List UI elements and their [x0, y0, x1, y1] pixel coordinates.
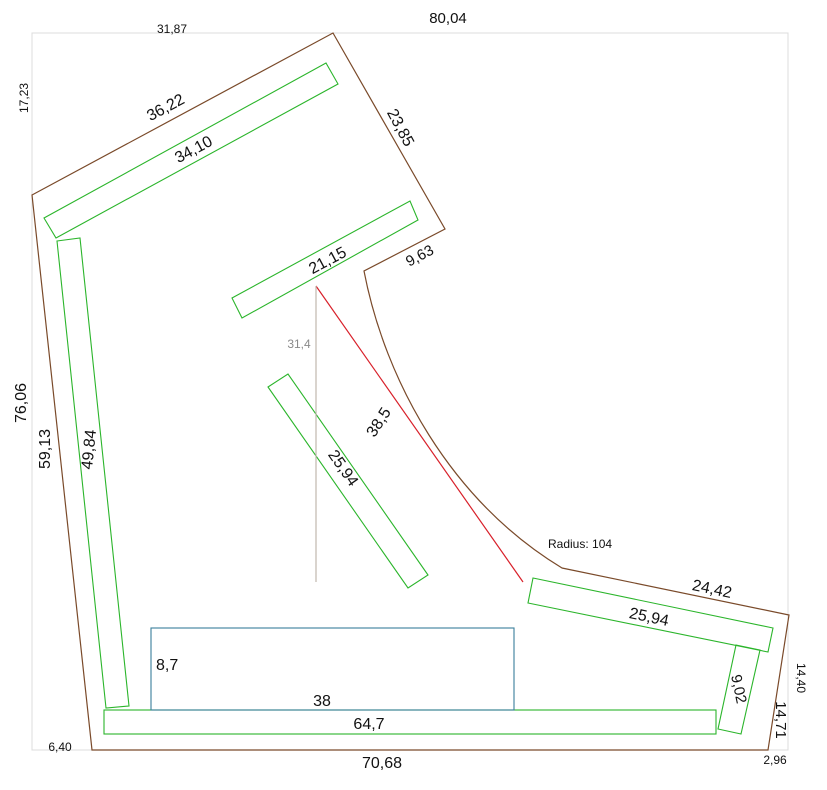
height-line-label: 31,4 — [287, 337, 311, 351]
panel-shelf-label: 21,15 — [306, 244, 349, 278]
radius-label: Radius: 104 — [548, 537, 612, 551]
top-right-edge-label: 23,85 — [383, 106, 417, 149]
panel-top — [43, 62, 339, 239]
box-height-label: 8,7 — [156, 657, 178, 674]
frame-width-label: 80,04 — [429, 10, 467, 27]
left-total-label: 76,06 — [13, 383, 30, 423]
left-edge-label: 59,13 — [37, 429, 54, 469]
panel-left — [56, 237, 130, 709]
notch-label: 9,63 — [403, 242, 437, 271]
box-width-label: 38 — [313, 693, 331, 710]
right-edge-outer-label: 14,40 — [794, 663, 808, 693]
panel-diagonal — [267, 373, 429, 589]
top-left-edge-label: 36,22 — [144, 91, 187, 125]
left-top-offset-label: 17,23 — [17, 83, 31, 113]
inner-box — [150, 627, 515, 711]
cabinet-outline — [31, 32, 790, 751]
panel-right — [527, 577, 774, 653]
panel-top-label: 34,10 — [172, 133, 215, 167]
panel-left-label: 49,84 — [79, 429, 100, 471]
bottom-left-offset-label: 6,40 — [48, 740, 72, 754]
top-offset-label: 31,87 — [157, 22, 187, 36]
panel-right-label: 25,94 — [628, 605, 671, 630]
bottom-right-offset-label: 2,96 — [763, 753, 787, 767]
panel-bottom — [103, 709, 717, 735]
panel-small-label: 9,02 — [727, 673, 750, 705]
right-top-edge-label: 24,42 — [691, 577, 734, 602]
radius-line-label: 38,5 — [364, 405, 395, 440]
panel-diagonal-label: 25,94 — [324, 447, 361, 490]
bottom-edge-label: 70,68 — [362, 755, 402, 772]
panel-small — [717, 644, 761, 735]
panel-bottom-label: 64,7 — [353, 716, 384, 733]
right-edge-inner-label: 14,71 — [772, 701, 789, 739]
panel-shelf — [231, 200, 419, 319]
radius-line — [315, 285, 524, 583]
